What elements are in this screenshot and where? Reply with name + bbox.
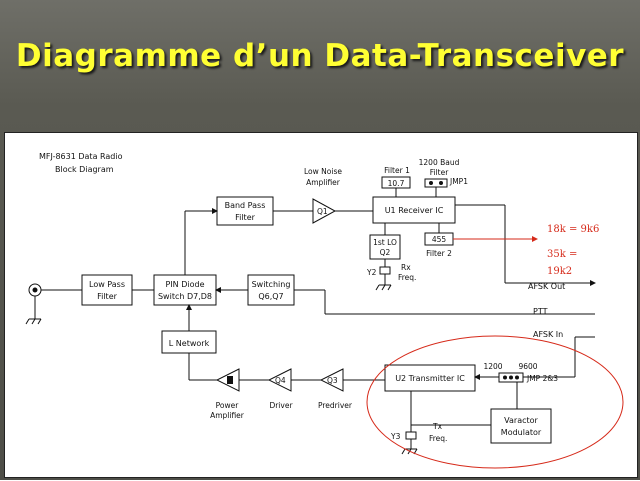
transmitter-ic-label: U2 Transmitter IC: [395, 374, 465, 383]
jmp23-pin-b: [509, 375, 513, 380]
slide-title: Diagramme d’un Data-Transceiver: [15, 38, 625, 74]
power-amp-label1: Power: [216, 401, 240, 410]
filter1-value: 10.7: [388, 179, 405, 188]
driver-label: Driver: [269, 401, 293, 410]
band-pass-filter-label1: Band Pass: [225, 201, 266, 210]
first-lo-block: [369, 234, 401, 260]
transmitter-ic-block: [384, 364, 476, 392]
receiver-ic-block: [372, 196, 456, 224]
annotation-note2-line2: 19k2: [547, 266, 572, 277]
rx-freq-label2: Freq.: [398, 273, 416, 282]
baud-filter-label1: 1200 Baud: [419, 158, 460, 167]
y3-label: Y3: [390, 432, 401, 441]
varactor-label2: Modulator: [501, 428, 542, 437]
afsk-in-label: AFSK In: [533, 330, 563, 339]
jmp23-pin-a: [503, 375, 507, 380]
receiver-ic-label: U1 Receiver IC: [385, 206, 444, 215]
jmp1-pin-a: [429, 181, 433, 185]
diagram-header-subtitle: Block Diagram: [55, 165, 114, 174]
tx-freq-label2: Freq.: [429, 434, 447, 443]
varactor-modulator-block: [490, 408, 552, 444]
jmp1-block: [424, 178, 448, 188]
rx-freq-label1: Rx: [401, 263, 411, 272]
y2-label: Y2: [366, 268, 377, 277]
diagram-header-title: MFJ-8631 Data Radio: [39, 152, 123, 161]
filter2-label: Filter 2: [426, 249, 452, 258]
annotation-note2-line1: 35k =: [547, 249, 577, 260]
ptt-label: PTT: [533, 307, 548, 316]
q1-label: Q1: [317, 207, 328, 216]
afsk-out-label: AFSK Out: [528, 282, 565, 291]
first-lo-label1: 1st LO: [373, 238, 397, 247]
switching-label1: Switching: [252, 280, 291, 289]
transmitter-highlight-ellipse: [366, 335, 624, 469]
jmp23-label: JMP 2&3: [526, 374, 558, 383]
diagram-panel: MFJ-8631 Data Radio Block Diagram Band P…: [4, 132, 638, 478]
varactor-label1: Varactor: [504, 416, 538, 425]
lna-label1: Low Noise: [304, 167, 342, 176]
filter1-label: Filter 1: [384, 166, 410, 175]
filter2-value: 455: [432, 235, 447, 244]
low-pass-filter-label1: Low Pass: [89, 280, 125, 289]
l-network-label: L Network: [169, 339, 210, 348]
low-pass-filter-label2: Filter: [97, 292, 118, 301]
q3-label: Q3: [327, 376, 338, 385]
block-diagram: MFJ-8631 Data Radio Block Diagram Band P…: [25, 152, 624, 469]
lna-label2: Amplifier: [306, 178, 341, 187]
switching-label2: Q6,Q7: [258, 292, 283, 301]
first-lo-label2: Q2: [380, 248, 391, 257]
q4-label: Q4: [275, 376, 286, 385]
jmp-9600-label: 9600: [518, 362, 537, 371]
y3-crystal: [405, 431, 417, 440]
jmp-1200-label: 1200: [483, 362, 502, 371]
baud-filter-label2: Filter: [430, 168, 449, 177]
signal-wires: [25, 187, 596, 455]
jmp1-label: JMP1: [449, 177, 468, 186]
pin-diode-label2: Switch D7,D8: [158, 292, 212, 301]
jmp1-pin-b: [439, 181, 443, 185]
predriver-label: Predriver: [318, 401, 353, 410]
annotation-note1: 18k = 9k6: [547, 224, 599, 235]
y2-crystal: [379, 266, 391, 275]
power-amplifier-mark: [227, 376, 233, 384]
pin-diode-label1: PIN Diode: [166, 280, 205, 289]
jmp23-pin-c: [515, 375, 519, 380]
band-pass-filter-block: [216, 196, 274, 226]
band-pass-filter-label2: Filter: [235, 213, 256, 222]
tx-freq-label1: Tx: [432, 422, 443, 431]
power-amp-label2: Amplifier: [210, 411, 245, 420]
